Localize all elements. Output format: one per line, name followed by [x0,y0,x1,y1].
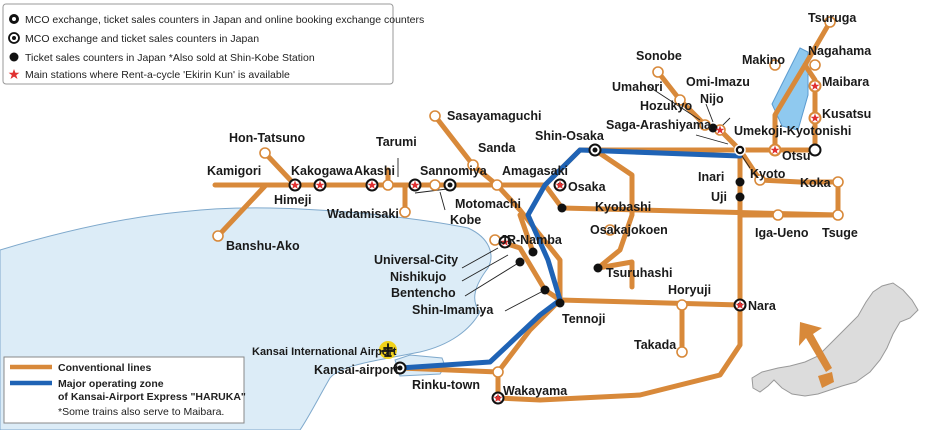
station-labels: Tsuruga Nagahama Makino Maibara Omi-Imaz… [207,11,872,398]
station-kyoto: Kyoto [750,167,786,181]
station-uji: Uji [711,190,727,204]
station-tsuruga: Tsuruga [808,11,857,25]
legend-conventional: Conventional lines [58,362,152,374]
haruka-line [397,147,743,371]
station-motomachi: Motomachi [455,197,521,211]
station-banshu-ako: Banshu-Ako [226,239,300,253]
legend-rentacycle: Main stations where Rent-a-cycle 'Ekirin… [25,69,290,81]
kansai-highlight [818,372,834,388]
station-rinku-town: Rinku-town [412,378,480,392]
station-himeji: Himeji [274,193,312,207]
station-makino: Makino [742,53,785,67]
station-nara: Nara [748,299,777,313]
station-jr-namba: JR-Namba [500,233,563,247]
station-omi-imazu: Omi-Imazu [686,75,750,89]
station-osakajokoen: Osakajokoen [590,223,668,237]
station-akashi: Akashi [354,164,395,178]
japan-inset-map [751,282,919,397]
station-osaka: Osaka [568,180,607,194]
station-sanda: Sanda [478,141,517,155]
legend-note: *Some trains also serve to Maibara. [58,406,224,418]
station-kakogawa: Kakogawa [291,164,354,178]
station-tarumi: Tarumi [376,135,417,149]
station-wadamisaki: Wadamisaki [327,207,399,221]
station-amagasaki: Amagasaki [502,164,568,178]
station-sonobe: Sonobe [636,49,682,63]
station-nijo: Nijo [700,92,724,106]
line-legend: Conventional lines Major operating zone … [3,356,246,424]
station-horyuji: Horyuji [668,283,711,297]
station-tsuge: Tsuge [822,226,858,240]
station-saga-arashiyama: Saga-Arashiyama [606,118,712,132]
station-sannomiya: Sannomiya [420,164,488,178]
station-hon-tatsuno: Hon-Tatsuno [229,131,306,145]
station-kamigori: Kamigori [207,164,261,178]
station-umahori: Umahori [612,80,663,94]
station-inari: Inari [698,170,724,184]
rentacycle-stars [290,81,820,402]
station-umekoji-kyotonishi: Umekoji-Kyotonishi [734,124,851,138]
station-sasayamaguchi: Sasayamaguchi [447,109,542,123]
station-iga-ueno: Iga-Ueno [755,226,809,240]
station-tennoji: Tennoji [562,312,606,326]
station-takada: Takada [634,338,677,352]
legend-ticket-only: Ticket sales counters in Japan *Also sol… [25,52,315,64]
station-otsu: Otsu [782,149,810,163]
station-universal-city: Universal-City [374,253,458,267]
station-hozukyo: Hozukyo [640,99,692,113]
station-kyobashi: Kyobashi [595,200,651,214]
station-tsuruhashi: Tsuruhashi [606,266,672,280]
station-nishikujo: Nishikujo [390,270,447,284]
legend-haruka-1: Major operating zone [58,378,164,390]
airport-label: Kansai International Airport [252,346,397,358]
station-shin-imamiya: Shin-Imamiya [412,303,494,317]
station-koka: Koka [800,176,832,190]
station-nagahama: Nagahama [808,44,872,58]
legend-mco-ticket: MCO exchange and ticket sales counters i… [25,33,259,45]
station-shin-osaka: Shin-Osaka [535,129,605,143]
arrow-icon [799,322,832,372]
station-maibara: Maibara [822,75,870,89]
station-kansai-airport: Kansai-airport [314,363,400,377]
legend-haruka-2: of Kansai-Airport Express "HARUKA" [58,391,246,403]
station-kobe: Kobe [450,213,481,227]
station-bentencho: Bentencho [391,286,456,300]
legend-mco-full: MCO exchange, ticket sales counters in J… [25,14,424,26]
station-kusatsu: Kusatsu [822,107,871,121]
station-wakayama: Wakayama [503,384,568,398]
station-legend: MCO exchange, ticket sales counters in J… [2,3,424,85]
airplane-icon [379,341,397,359]
